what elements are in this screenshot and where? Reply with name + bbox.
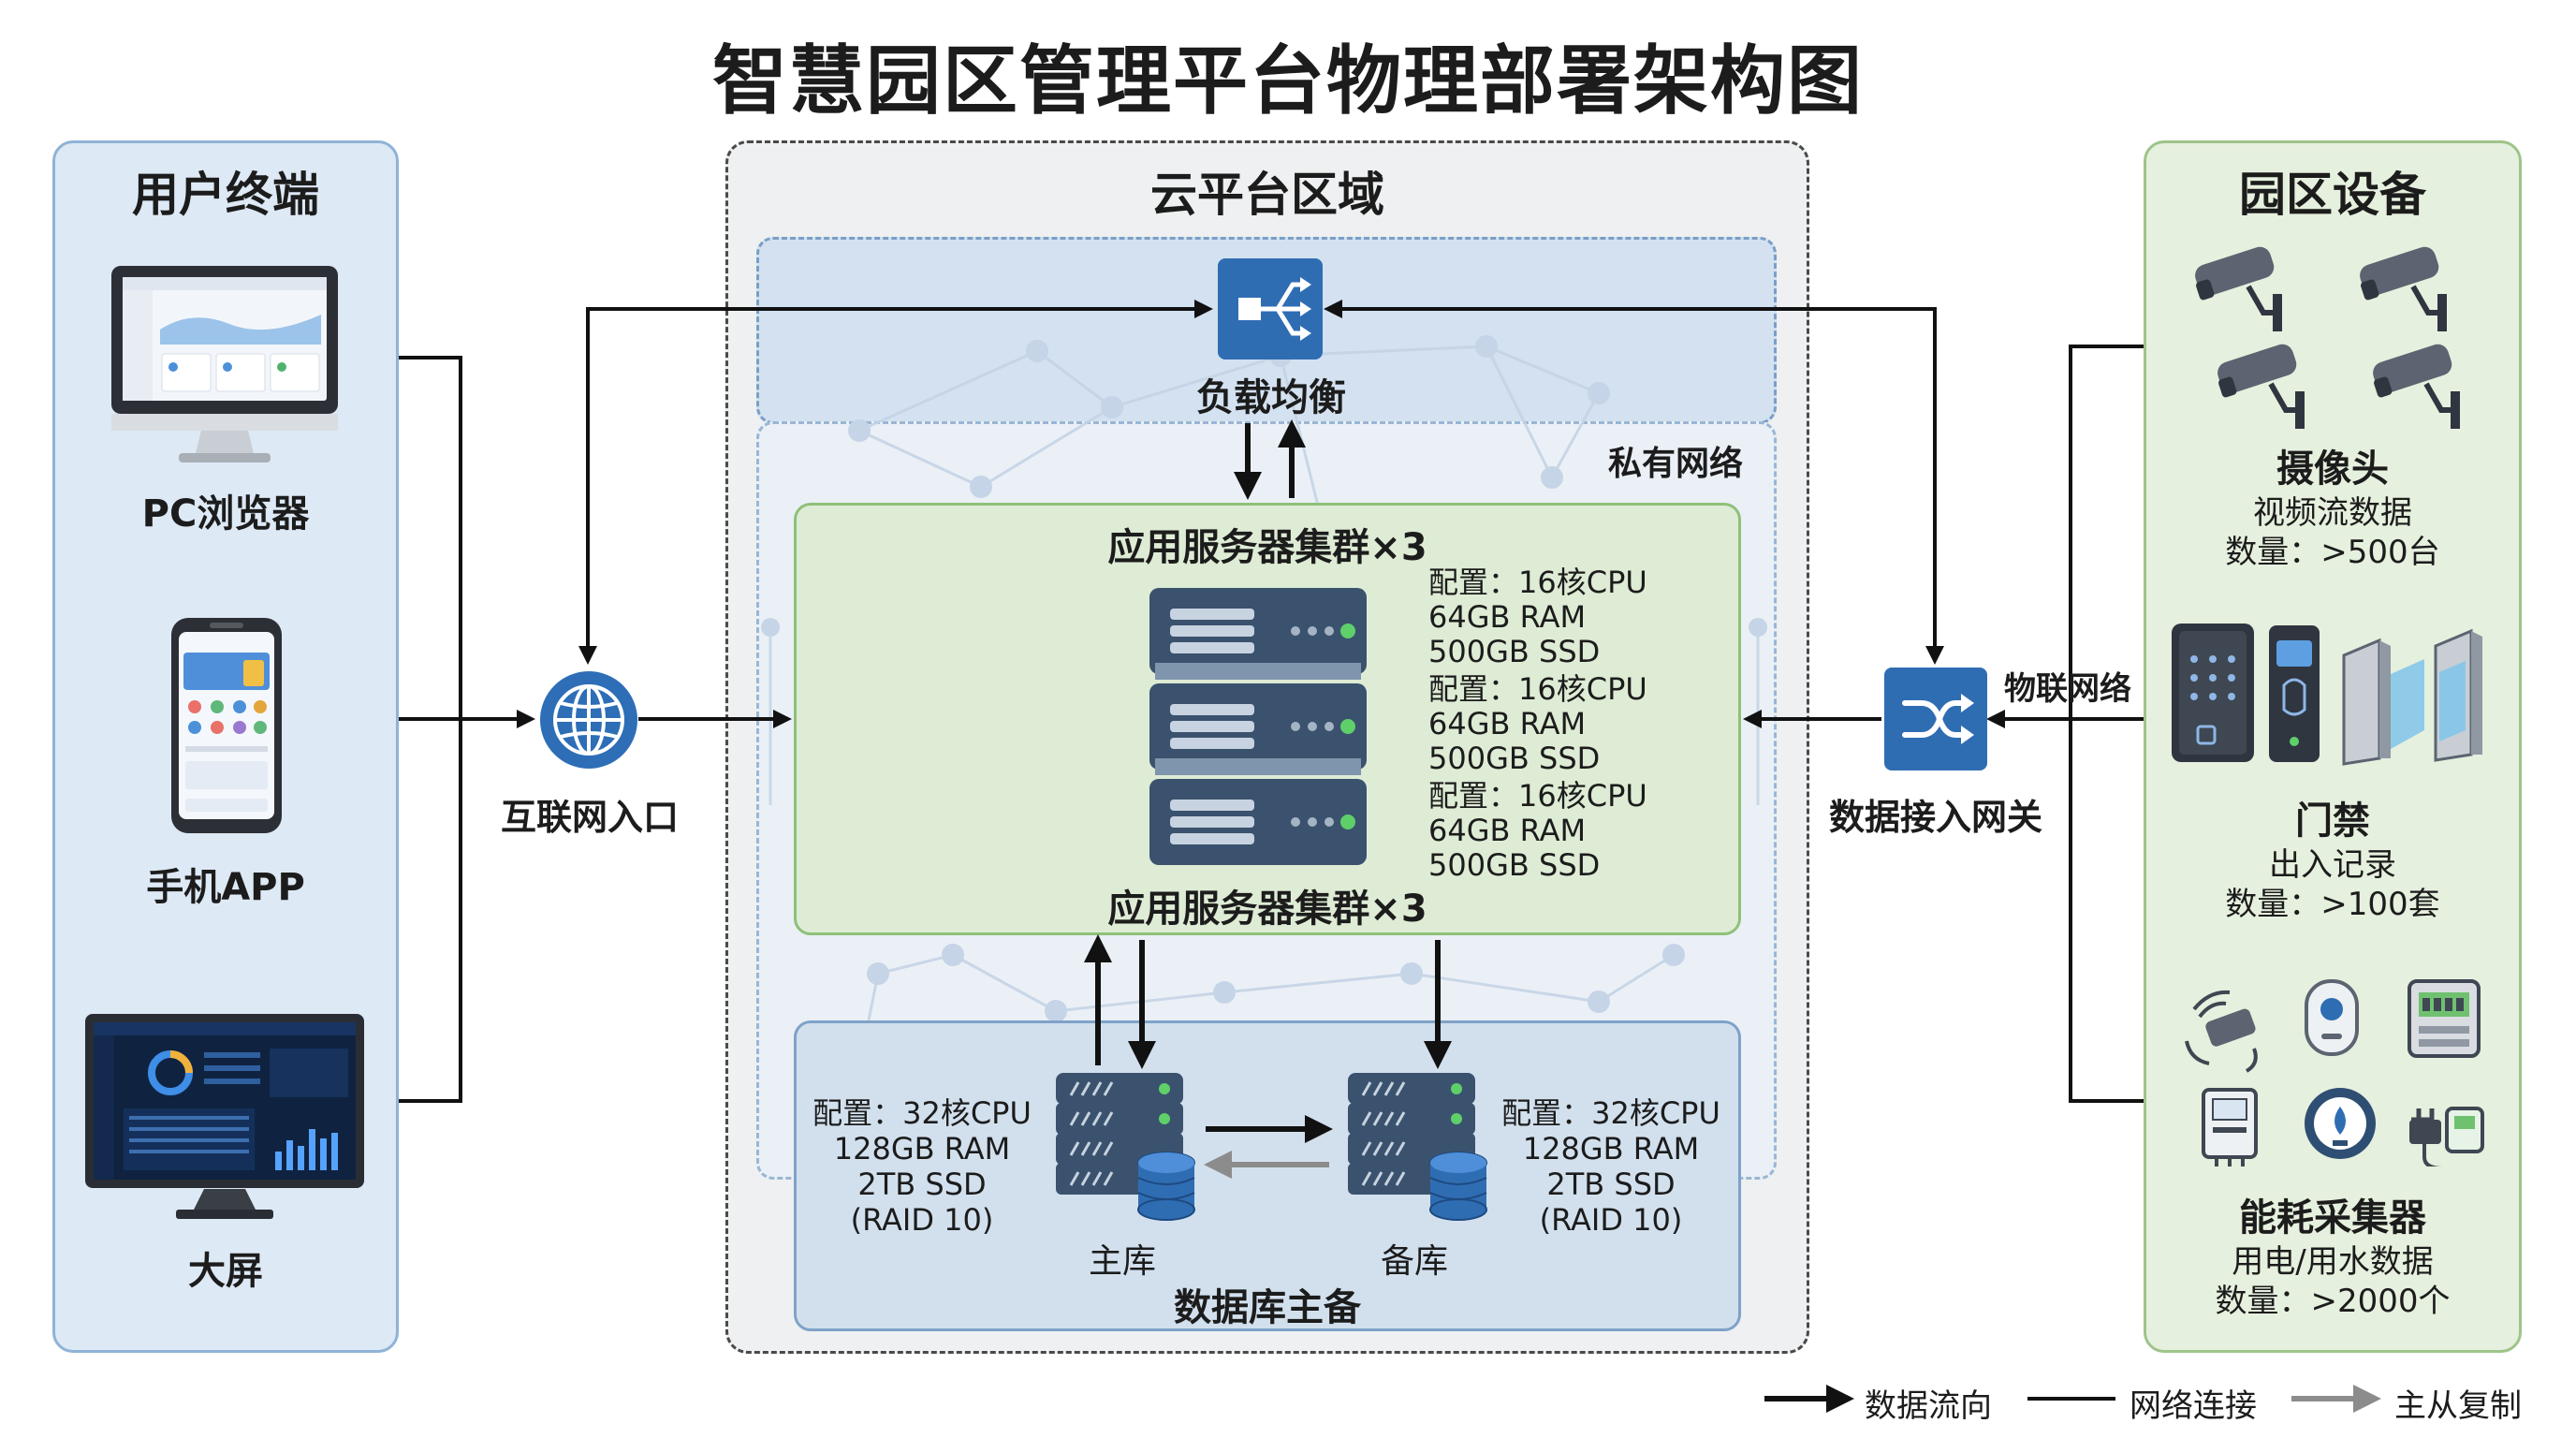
cctv-camera-icon xyxy=(2195,246,2460,429)
spec-ram: 64GB RAM xyxy=(1428,706,1587,741)
app-server-spec-2: 配置：16核CPU 64GB RAM 500GB SSD xyxy=(1428,672,1647,776)
rack-server-icon xyxy=(1149,588,1367,865)
spec-disk: 2TB SSD xyxy=(857,1167,987,1202)
spec-cpu: 配置：32核CPU xyxy=(812,1095,1032,1131)
spec-cpu: 配置：32核CPU xyxy=(1501,1095,1720,1131)
mobile-app-label: 手机APP xyxy=(146,866,305,909)
camera-count: 数量：>500台 xyxy=(2225,534,2440,571)
internet-entry-label: 互联网入口 xyxy=(500,797,679,838)
smartphone-icon xyxy=(171,618,282,833)
app-cluster-title: 应用服务器集群×3 xyxy=(1107,526,1427,569)
turnstile-icon xyxy=(2342,628,2482,766)
camera-name: 摄像头 xyxy=(2276,448,2389,491)
big-screen-label: 大屏 xyxy=(188,1250,263,1293)
pc-browser-label: PC浏览器 xyxy=(141,492,310,536)
primary-db-label: 主库 xyxy=(1088,1242,1156,1281)
load-balancer-icon xyxy=(1218,258,1323,360)
page-title: 智慧园区管理平台物理部署架构图 xyxy=(712,37,1864,125)
energy-name: 能耗采集器 xyxy=(2239,1196,2426,1240)
standby-db-spec: 配置：32核CPU 128GB RAM 2TB SSD (RAID 10) xyxy=(1496,1095,1726,1238)
iot-network-label: 物联网络 xyxy=(2004,670,2131,708)
database-zone xyxy=(794,1020,1741,1331)
app-server-spec-1: 配置：16核CPU 64GB RAM 500GB SSD xyxy=(1428,565,1647,669)
monitor-icon xyxy=(111,266,338,462)
database-server-icon-standby xyxy=(1348,1073,1487,1221)
spec-cpu: 配置：16核CPU xyxy=(1428,565,1647,600)
primary-db-spec: 配置：32核CPU 128GB RAM 2TB SSD (RAID 10) xyxy=(807,1095,1037,1238)
legend-network-link: 网络连接 xyxy=(2130,1387,2257,1425)
spec-raid: (RAID 10) xyxy=(850,1202,994,1238)
spec-ram: 128GB RAM xyxy=(1522,1131,1700,1167)
load-balancer-label: 负载均衡 xyxy=(1196,376,1346,419)
energy-desc: 用电/用水数据 xyxy=(2232,1243,2434,1281)
standby-db-label: 备库 xyxy=(1380,1242,1448,1281)
access-count: 数量：>100套 xyxy=(2225,886,2440,923)
access-desc: 出入记录 xyxy=(2269,846,2396,884)
cloud-panel-title: 云平台区域 xyxy=(1150,168,1384,222)
shuffle-gateway-icon xyxy=(1884,668,1987,770)
legend-replication: 主从复制 xyxy=(2394,1387,2522,1425)
users-panel-title: 用户终端 xyxy=(132,168,319,222)
spec-cpu: 配置：16核CPU xyxy=(1428,671,1647,707)
database-server-icon-primary xyxy=(1056,1073,1195,1221)
dashboard-screen-icon xyxy=(85,1014,364,1219)
spec-ram: 64GB RAM xyxy=(1428,599,1587,635)
app-server-spec-3: 配置：16核CPU 64GB RAM 500GB SSD xyxy=(1428,779,1647,883)
spec-ram: 64GB RAM xyxy=(1428,813,1587,848)
app-cluster-title-bottom: 应用服务器集群×3 xyxy=(1107,888,1427,931)
devices-panel-title: 园区设备 xyxy=(2239,168,2426,222)
spec-raid: (RAID 10) xyxy=(1539,1202,1683,1238)
spec-disk: 2TB SSD xyxy=(1546,1167,1676,1202)
spec-disk: 500GB SSD xyxy=(1428,847,1601,883)
access-name: 门禁 xyxy=(2295,800,2370,843)
globe-icon xyxy=(540,671,637,769)
spec-ram: 128GB RAM xyxy=(833,1131,1011,1167)
camera-desc: 视频流数据 xyxy=(2253,494,2412,532)
legend-data-flow: 数据流向 xyxy=(1865,1387,1992,1425)
database-zone-title: 数据库主备 xyxy=(1174,1286,1361,1329)
private-network-label: 私有网络 xyxy=(1607,445,1743,483)
spec-cpu: 配置：16核CPU xyxy=(1428,778,1647,814)
energy-meter-icon xyxy=(2185,979,2484,1167)
data-gateway-label: 数据接入网关 xyxy=(1828,797,2042,838)
spec-disk: 500GB SSD xyxy=(1428,741,1601,776)
access-control-icon xyxy=(2172,624,2320,762)
energy-count: 数量：>2000个 xyxy=(2215,1283,2451,1320)
spec-disk: 500GB SSD xyxy=(1428,634,1601,669)
